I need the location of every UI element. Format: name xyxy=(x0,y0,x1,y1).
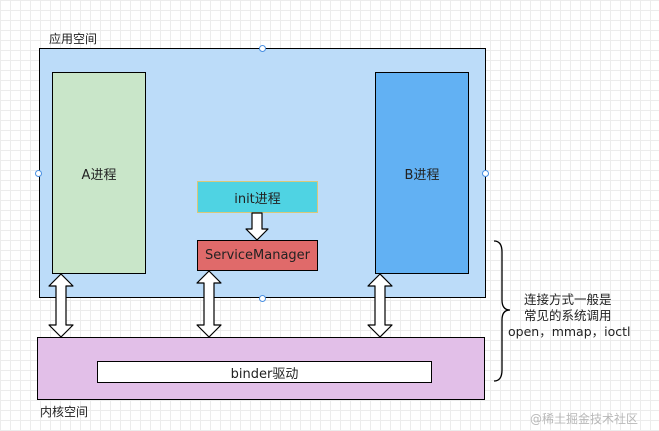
service-manager-label: ServiceManager xyxy=(204,248,311,263)
user-space-label: 应用空间 xyxy=(49,32,98,46)
note-line-1: 连接方式一般是 xyxy=(524,292,612,307)
selection-handle-top[interactable] xyxy=(259,45,266,52)
selection-handle-bottom[interactable] xyxy=(259,295,266,302)
servicemanager-binder-arrow xyxy=(196,270,222,338)
selection-handle-right[interactable] xyxy=(482,170,489,177)
kernel-space-label: 内核空间 xyxy=(40,405,89,419)
watermark: @稀土掘金技术社区 xyxy=(530,412,639,426)
binder-driver-box: binder驱动 xyxy=(97,361,432,383)
right-brace xyxy=(493,240,511,382)
init-process-box: init进程 xyxy=(197,181,318,213)
service-manager-box: ServiceManager xyxy=(197,240,318,271)
note-line-2: 常见的系统调用 xyxy=(524,308,612,323)
binder-driver-label: binder驱动 xyxy=(230,366,299,382)
process-a-binder-arrow xyxy=(48,273,74,338)
process-a-box: A进程 xyxy=(52,72,146,274)
process-b-binder-arrow xyxy=(367,273,393,338)
process-b-box: B进程 xyxy=(375,72,469,274)
process-b-label: B进程 xyxy=(404,167,440,183)
init-to-servicemanager-arrow xyxy=(245,212,269,241)
process-a-label: A进程 xyxy=(81,167,117,183)
init-process-label: init进程 xyxy=(234,191,281,207)
selection-handle-left[interactable] xyxy=(35,170,42,177)
note-line-3: open，mmap，ioctl xyxy=(508,324,631,339)
